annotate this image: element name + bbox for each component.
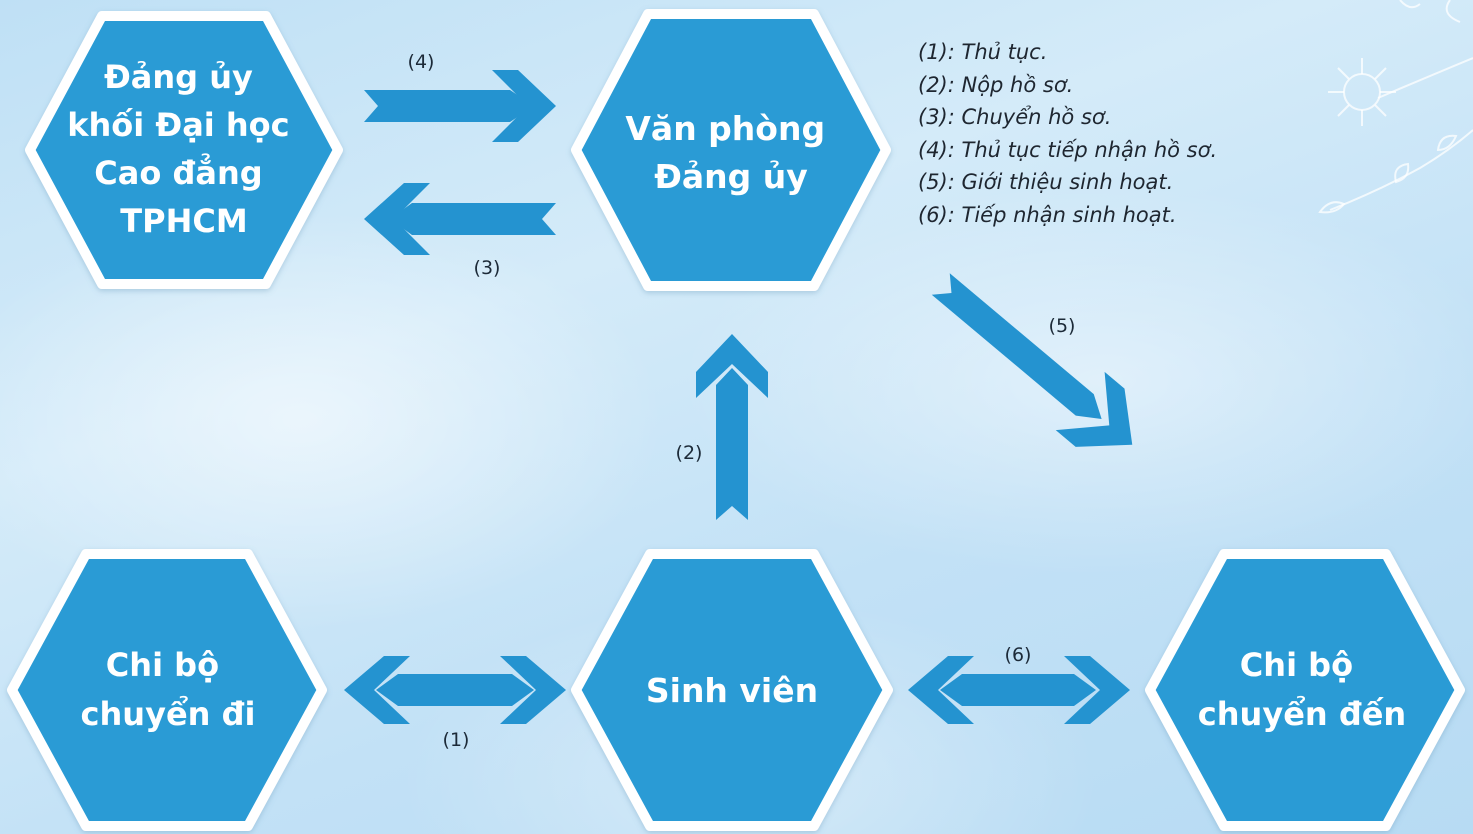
arrow-head-left-icon [908,656,974,724]
node-label: Văn phòng Đảng ủy [625,109,836,196]
arrow-shaft-icon [364,90,534,122]
arrow-6-bidirectional [908,656,1130,724]
legend-item: (3): Chuyển hồ sơ. [918,105,1112,129]
arrow-5-diagonal [931,273,1133,447]
node-label-line: Văn phòng [625,109,825,148]
arrow-label: (4) [408,51,435,73]
arrow-2-up [696,334,768,520]
arrow-label: (2) [676,442,703,464]
hexagon-shape [1145,549,1465,831]
arrow-3-left [364,183,556,255]
arrow-head-icon [364,183,430,255]
hexagon-shape [571,9,891,291]
node-label: Chi bộ chuyển đến [1198,646,1406,733]
legend-item: (1): Thủ tục. [918,40,1048,64]
legend-item: (6): Tiếp nhận sinh hoạt. [918,202,1177,227]
hexagon-shape [25,11,343,289]
hexagon-shape [571,549,893,831]
node-dang-uy-khoi: Đảng ủy khối Đại học Cao đẳng TPHCM [25,11,343,289]
arrow-shaft-icon [716,368,748,520]
node-label-line: Chi bộ [106,646,219,684]
legend-item: (2): Nộp hồ sơ. [918,72,1074,97]
node-van-phong-dang-uy: Văn phòng Đảng ủy [571,9,891,291]
legend-item: (4): Thủ tục tiếp nhận hồ sơ. [918,137,1218,162]
node-label-line: chuyển đi [81,695,256,733]
arrow-label: (3) [474,257,501,279]
node-label: Chi bộ chuyển đi [81,646,256,733]
arrow-head-icon [696,334,768,398]
node-label-line: khối Đại học [67,106,289,144]
legend-item: (5): Giới thiệu sinh hoạt. [918,170,1174,194]
decorative-flower-icon [1318,0,1473,214]
node-label-line: Sinh viên [646,671,818,710]
arrow-shaft-icon [376,674,534,706]
node-label-line: Đảng ủy [104,58,253,96]
node-label: Đảng ủy khối Đại học Cao đẳng TPHCM [67,58,301,240]
arrow-1-bidirectional [344,656,566,724]
arrow-head-icon [1055,371,1133,447]
node-chi-bo-chuyen-di: Chi bộ chuyển đi [7,549,327,831]
arrow-label: (1) [443,729,470,751]
arrow-shaft-icon [390,203,556,235]
arrow-label: (6) [1005,644,1032,666]
node-label-line: chuyển đến [1198,695,1406,733]
arrow-4-right [364,70,556,142]
hexagon-shape [7,549,327,831]
arrow-head-right-icon [1064,656,1130,724]
legend: (1): Thủ tục. (2): Nộp hồ sơ. (3): Chuyể… [918,36,1217,231]
node-label-line: Cao đẳng [94,153,262,192]
arrow-head-left-icon [344,656,410,724]
node-sinh-vien: Sinh viên [571,549,893,831]
arrow-head-icon [492,70,556,142]
node-label: Sinh viên [646,671,818,710]
arrow-shaft-icon [931,273,1102,419]
node-label-line: TPHCM [120,202,247,240]
node-chi-bo-chuyen-den: Chi bộ chuyển đến [1145,549,1465,831]
arrow-head-right-icon [500,656,566,724]
arrow-label: (5) [1049,315,1076,337]
node-label-line: Đảng ủy [654,157,808,196]
arrow-shaft-icon [940,674,1096,706]
node-label-line: Chi bộ [1240,646,1353,684]
